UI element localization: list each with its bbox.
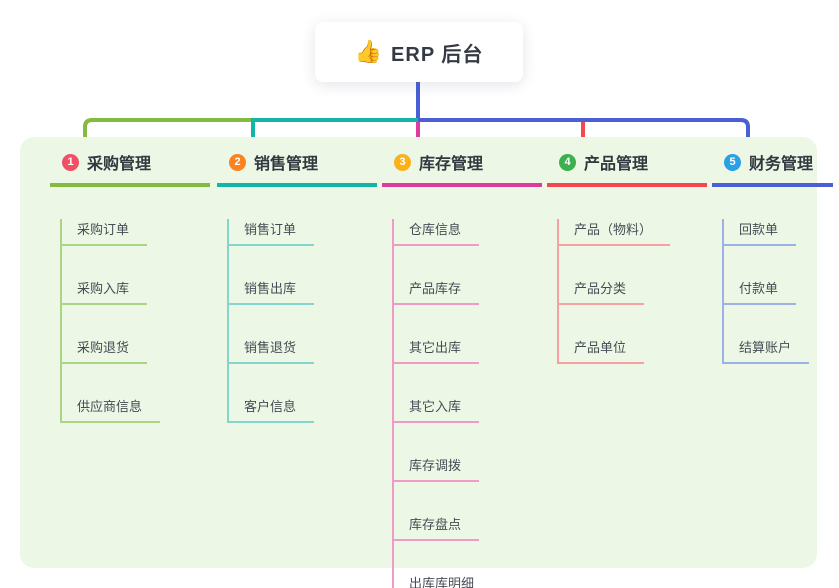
child-item[interactable]: 产品分类 <box>559 278 645 305</box>
child-item-label: 采购订单 <box>77 222 130 237</box>
child-item-label: 库存调拨 <box>409 458 462 473</box>
branch-sales: 2 销售管理 销售订单销售出库销售退货客户信息 <box>217 137 377 568</box>
child-item-label: 付款单 <box>739 281 779 296</box>
branch-title: 库存管理 <box>419 156 484 173</box>
child-item[interactable]: 回款单 <box>724 219 797 246</box>
root-node[interactable]: 👍 ERP 后台 <box>315 22 523 82</box>
branch-children: 仓库信息产品库存其它出库其它入库库存调拨库存盘点出库库明细 <box>392 219 542 588</box>
child-item-label: 销售退货 <box>244 340 297 355</box>
branch-children: 产品（物料） 产品分类产品单位 <box>557 219 707 364</box>
child-item[interactable]: 仓库信息 <box>394 219 480 246</box>
child-item[interactable]: 库存盘点 <box>394 514 480 541</box>
child-item-label: 产品单位 <box>574 340 627 355</box>
badge-4: 4 <box>559 153 576 171</box>
child-item-label: 销售订单 <box>244 222 297 237</box>
child-item[interactable]: 付款单 <box>724 278 797 305</box>
child-item-label: 出库库明细 <box>409 576 475 588</box>
child-item-label: 仓库信息 <box>409 222 462 237</box>
child-item[interactable]: 供应商信息 <box>62 396 161 423</box>
badge-5: 5 <box>724 153 741 171</box>
child-item[interactable]: 销售退货 <box>229 337 315 364</box>
child-item[interactable]: 库存调拨 <box>394 455 480 482</box>
thumbs-up-icon: 👍 <box>354 39 383 64</box>
child-item-label: 其它入库 <box>409 399 462 414</box>
child-item[interactable]: 产品单位 <box>559 337 645 364</box>
branch-header-product[interactable]: 4 产品管理 <box>547 137 707 187</box>
child-item[interactable]: 采购入库 <box>62 278 148 305</box>
branch-header-finance[interactable]: 5 财务管理 <box>712 137 833 187</box>
branch-purchase: 1 采购管理 采购订单采购入库采购退货供应商信息 <box>50 137 210 568</box>
child-item-label: 其它出库 <box>409 340 462 355</box>
branch-title: 财务管理 <box>749 156 814 173</box>
badge-3: 3 <box>394 153 411 171</box>
badge-1: 1 <box>62 153 79 171</box>
branches-panel: 1 采购管理 采购订单采购入库采购退货供应商信息 2 销售管理 销售订单销售出库… <box>20 137 833 588</box>
child-item-label: 销售出库 <box>244 281 297 296</box>
child-item-label: 产品（物料） <box>574 222 653 237</box>
branch-product: 4 产品管理 产品（物料） 产品分类产品单位 <box>547 137 707 568</box>
child-item-label: 结算账户 <box>739 340 792 355</box>
child-item[interactable]: 出库库明细 <box>394 573 492 588</box>
child-item-label: 回款单 <box>739 222 779 237</box>
child-item[interactable]: 结算账户 <box>724 337 810 364</box>
branch-finance: 5 财务管理 回款单付款单结算账户 <box>712 137 833 568</box>
branch-children: 销售订单销售出库销售退货客户信息 <box>227 219 377 423</box>
child-item[interactable]: 客户信息 <box>229 396 315 423</box>
child-item[interactable]: 产品（物料） <box>559 219 671 246</box>
child-item-label: 供应商信息 <box>77 399 143 414</box>
child-item-label: 产品分类 <box>574 281 627 296</box>
child-item[interactable]: 其它入库 <box>394 396 480 423</box>
branch-header-inventory[interactable]: 3 库存管理 <box>382 137 542 187</box>
branch-children: 采购订单采购入库采购退货供应商信息 <box>60 219 210 423</box>
child-item-label: 客户信息 <box>244 399 297 414</box>
badge-2: 2 <box>229 153 246 171</box>
branch-title: 销售管理 <box>254 156 319 173</box>
root-node-label: ERP 后台 <box>391 43 484 66</box>
child-item[interactable]: 销售出库 <box>229 278 315 305</box>
child-item-label: 产品库存 <box>409 281 462 296</box>
child-item[interactable]: 采购退货 <box>62 337 148 364</box>
child-item[interactable]: 销售订单 <box>229 219 315 246</box>
branch-header-purchase[interactable]: 1 采购管理 <box>50 137 210 187</box>
child-item[interactable]: 采购订单 <box>62 219 148 246</box>
child-item[interactable]: 产品库存 <box>394 278 480 305</box>
branch-title: 采购管理 <box>87 156 152 173</box>
branch-children: 回款单付款单结算账户 <box>722 219 833 364</box>
child-item[interactable]: 其它出库 <box>394 337 480 364</box>
child-item-label: 采购退货 <box>77 340 130 355</box>
branch-header-sales[interactable]: 2 销售管理 <box>217 137 377 187</box>
branch-inventory: 3 库存管理 仓库信息产品库存其它出库其它入库库存调拨库存盘点出库库明细 <box>382 137 542 588</box>
child-item-label: 采购入库 <box>77 281 130 296</box>
child-item-label: 库存盘点 <box>409 517 462 532</box>
branch-title: 产品管理 <box>584 156 649 173</box>
